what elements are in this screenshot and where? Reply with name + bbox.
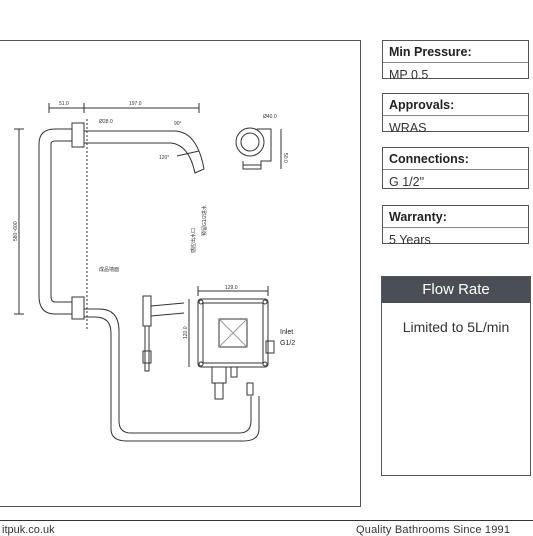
spec-label: Approvals: [389,98,455,112]
flow-rate-value: Limited to 5L/min [402,319,510,335]
footer-divider [0,520,533,521]
spec-min-pressure: Min Pressure: MP 0.5 [382,40,529,82]
inlet-label: Inlet [280,329,293,336]
spec-value: MP 0.5 [389,68,429,82]
dim-129: 129.0 [225,285,238,291]
dim-51: 51.0 [59,101,69,107]
finished-wall-note: 成品墙面 [99,266,119,273]
spec-value: 5 Years [389,233,431,247]
dim-120: 120.0 [183,326,189,339]
technical-drawing: 51.0 197.0 Ø28.0 90° 120° Ø40.0 50.0 580… [0,40,361,507]
spec-value: WRAS [389,121,427,135]
dim-120deg: 120° [159,155,169,161]
spec-value: G 1/2" [389,175,425,189]
sensor-outlet-note: 感应出水口 [190,228,197,253]
flow-rate-panel: Flow Rate Limited to 5L/min [381,276,531,476]
spec-label: Min Pressure: [389,45,472,59]
footer-website[interactable]: itpuk.co.uk [2,524,55,536]
spec-label: Connections: [389,152,469,166]
spec-label: Warranty: [389,210,447,224]
spec-warranty: Warranty: 5 Years [382,205,529,247]
dim-197: 197.0 [129,101,142,107]
dim-90deg: 90° [174,121,182,127]
dim-dia28: Ø28.0 [99,119,113,125]
dim-dia40: Ø40.0 [263,114,277,120]
spec-approvals: Approvals: WRAS [382,93,529,135]
dim-50: 50.0 [282,153,288,163]
footer-tagline: Quality Bathrooms Since 1991 [356,524,511,536]
spec-connections: Connections: G 1/2" [382,147,529,189]
dim-580-600: 580~600 [13,221,19,241]
inlet-size: G1/2 [280,340,295,347]
reserved-inlet-note: 预留G1/2进水 [201,205,208,236]
flow-rate-title: Flow Rate [382,277,530,305]
tap-schematic: 51.0 197.0 Ø28.0 90° 120° Ø40.0 50.0 580… [13,101,295,442]
